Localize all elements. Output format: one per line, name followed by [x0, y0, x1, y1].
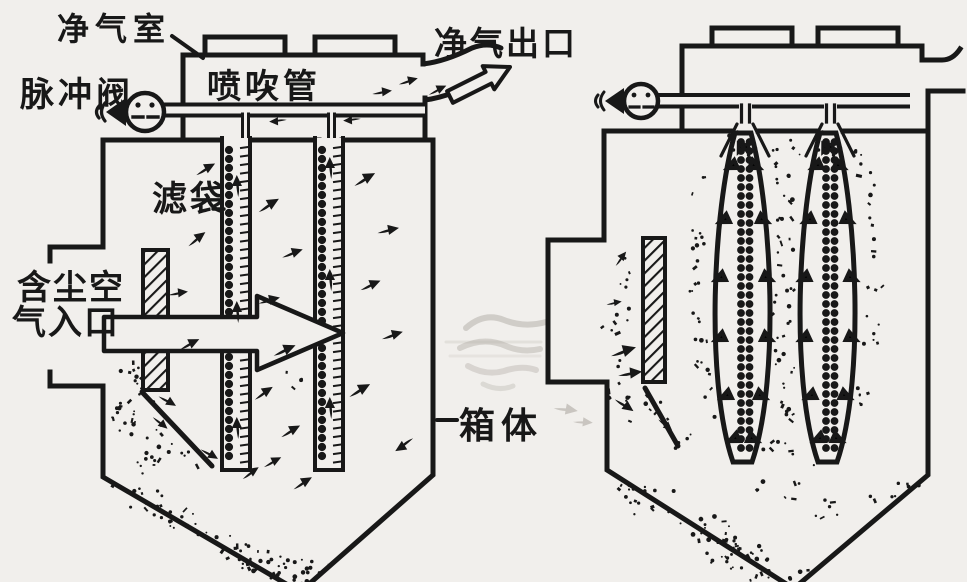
label-clean-air-outlet: 净气出口 — [434, 24, 578, 63]
pulse-spray-2 — [804, 122, 856, 158]
spray-dots — [731, 130, 843, 157]
pulse-valve-icon-right — [594, 81, 661, 121]
right-casing-left-wall — [545, 128, 788, 582]
left-clean-air-box — [180, 52, 426, 143]
right-roof-bump-1 — [709, 25, 795, 49]
label-clean-air-chamber: 净气室 — [57, 10, 171, 48]
pulse-valve-icon — [94, 90, 167, 134]
label-pulse-valve: 脉冲阀 — [20, 75, 134, 115]
clean-air-outlet-arrow — [445, 64, 512, 105]
left-roof-bump-1 — [202, 34, 288, 58]
label-dusty-air-inlet-line1: 含尘空 — [17, 268, 125, 308]
right-inlet-deflector — [642, 385, 681, 449]
right-blow-pipe — [656, 93, 910, 109]
label-blow-pipe: 喷吹管 — [207, 67, 321, 107]
left-roof-bump-2 — [312, 34, 398, 58]
label-filter-bag: 滤袋 — [152, 180, 228, 220]
right-casing-right-wall — [797, 88, 966, 582]
label-casing: 箱体 — [459, 406, 543, 447]
inlet-deflector — [139, 389, 215, 469]
inflated-bag-texture — [714, 138, 858, 452]
label-dusty-air-inlet-line2: 气入口 — [11, 303, 120, 343]
left-nozzles — [241, 112, 336, 140]
right-inlet-baffle-plate — [641, 236, 667, 384]
watermark-smudge — [444, 314, 549, 392]
faded-flow-arrows — [552, 401, 594, 428]
left-blow-pipe — [158, 102, 427, 118]
pulse-spray-1 — [719, 122, 771, 158]
right-roof-bump-2 — [815, 25, 901, 49]
right-unit-cleaning — [545, 25, 966, 582]
left-casing-bottom — [47, 369, 288, 582]
right-clean-air-box — [679, 43, 964, 134]
labels: 净气室 脉冲阀 喷吹管 净气出口 滤袋 含尘空 气入口 箱体 — [11, 10, 578, 447]
dust-speckles — [110, 133, 921, 582]
right-nozzles — [739, 103, 837, 124]
label-leaders — [170, 34, 459, 422]
left-casing-right-wall — [307, 137, 436, 582]
leader-clean-air-chamber — [170, 34, 205, 60]
left-casing-left-wall — [47, 137, 106, 264]
